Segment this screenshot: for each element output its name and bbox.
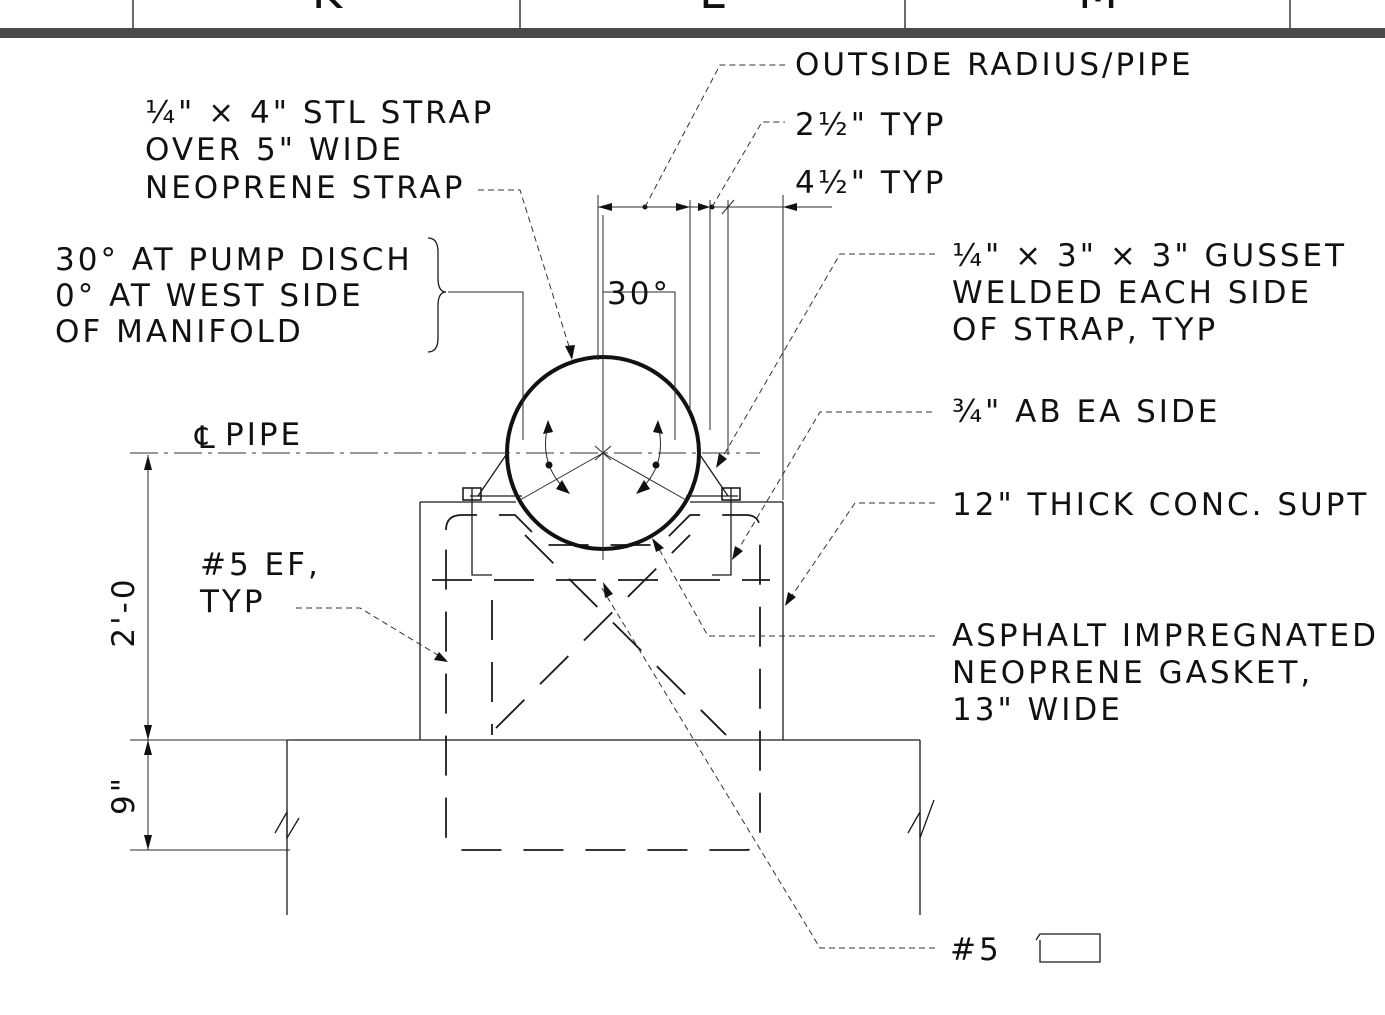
angle-ray-right (602, 452, 687, 501)
angle-ray-left (519, 452, 604, 501)
arrowhead (652, 538, 664, 552)
label-rebar-ef-line-2: TYP (199, 584, 266, 620)
rebar-hidden-lines (432, 514, 770, 851)
label-gusset-line-2: WELDED EACH SIDE (952, 275, 1312, 311)
leader-rebar-ef (296, 607, 447, 661)
header-column-l: L (699, 0, 725, 19)
header-column-k: K (312, 0, 344, 19)
label-dim-2-0: 2'-0 (106, 576, 142, 647)
break-mark-right (907, 799, 935, 839)
centerline-symbol: ℄ (194, 420, 218, 456)
arrowhead (603, 582, 613, 598)
arrowhead (434, 652, 448, 662)
angle-arc-left (545, 424, 569, 493)
label-pipe-centerline: PIPE (225, 417, 303, 453)
gusset-left (477, 451, 509, 497)
arrowhead (716, 453, 727, 468)
arrowhead (636, 480, 650, 494)
label-strap-line-1: ¼" × 4" STL STRAP (145, 95, 494, 131)
leader-outside-radius (644, 64, 785, 208)
angle-note-bracket (427, 237, 447, 353)
leader-lines (296, 64, 935, 949)
leader-strap (478, 189, 573, 357)
grade-line (274, 739, 935, 915)
annotations: OUTSIDE RADIUS/PIPE 2½" TYP 4½" TYP ¼" ×… (55, 47, 1379, 968)
label-gasket-line-3: 13" WIDE (952, 692, 1123, 728)
top-dimensions (597, 195, 832, 500)
rebar-diagonal (524, 534, 727, 736)
label-4-5-typ: 4½" TYP (795, 165, 946, 201)
label-conc-supt: 12" THICK CONC. SUPT (952, 487, 1369, 523)
header-band: K L M (0, 0, 1385, 38)
label-rebar-5: #5 (950, 932, 1002, 968)
header-rule (0, 28, 1385, 38)
arrowhead (732, 546, 743, 560)
strap-point (652, 461, 660, 469)
label-strap-line-2: OVER 5" WIDE (145, 132, 404, 168)
label-angle-note-line-3: OF MANIFOLD (55, 314, 304, 350)
header-column-m: M (1078, 0, 1118, 19)
leader-rebar-5 (599, 584, 935, 949)
strap-point (545, 461, 553, 469)
label-angle-note-line-1: 30° AT PUMP DISCH (55, 242, 413, 278)
vertical-dimensions (130, 455, 290, 851)
arrowhead (785, 592, 796, 606)
label-gasket-line-2: NEOPRENE GASKET, (952, 655, 1313, 691)
label-angle-note-line-2: 0° AT WEST SIDE (55, 278, 364, 314)
label-gusset-line-1: ¼" × 3" × 3" GUSSET (952, 238, 1347, 274)
rebar-5-symbol (1035, 933, 1101, 963)
leader-gusset (717, 253, 935, 466)
leader-gasket (654, 541, 935, 637)
concrete-support (419, 501, 784, 740)
label-anchor-bolt: ¾" AB EA SIDE (952, 394, 1220, 430)
arrowhead (565, 345, 575, 360)
arrowhead (556, 480, 570, 494)
label-dim-9: 9" (106, 775, 142, 815)
label-2-5-typ: 2½" TYP (795, 107, 946, 143)
label-30-degree: 30° (607, 276, 671, 312)
label-gasket-line-1: ASPHALT IMPREGNATED (952, 618, 1379, 654)
arrowhead (543, 420, 553, 434)
arrowhead (653, 420, 663, 434)
leader-30 (603, 291, 676, 440)
rebar-stirrup (445, 514, 761, 851)
strap-and-anchors (462, 451, 741, 576)
label-gusset-line-3: OF STRAP, TYP (952, 312, 1218, 348)
leader-2-5-typ (711, 121, 785, 208)
anchor-bolt-right (712, 488, 732, 576)
leader-anchor-bolt (734, 411, 932, 556)
leader-angle-note (448, 291, 524, 440)
label-strap-line-3: NEOPRENE STRAP (145, 170, 465, 206)
break-mark-left (274, 809, 300, 841)
angle-arc-right (637, 424, 661, 493)
rebar-diagonal (495, 534, 691, 729)
label-rebar-ef-line-1: #5 EF, (200, 547, 321, 583)
leader-conc-supt (786, 502, 935, 604)
anchor-bolt-left (471, 488, 492, 576)
label-outside-radius: OUTSIDE RADIUS/PIPE (795, 47, 1194, 83)
